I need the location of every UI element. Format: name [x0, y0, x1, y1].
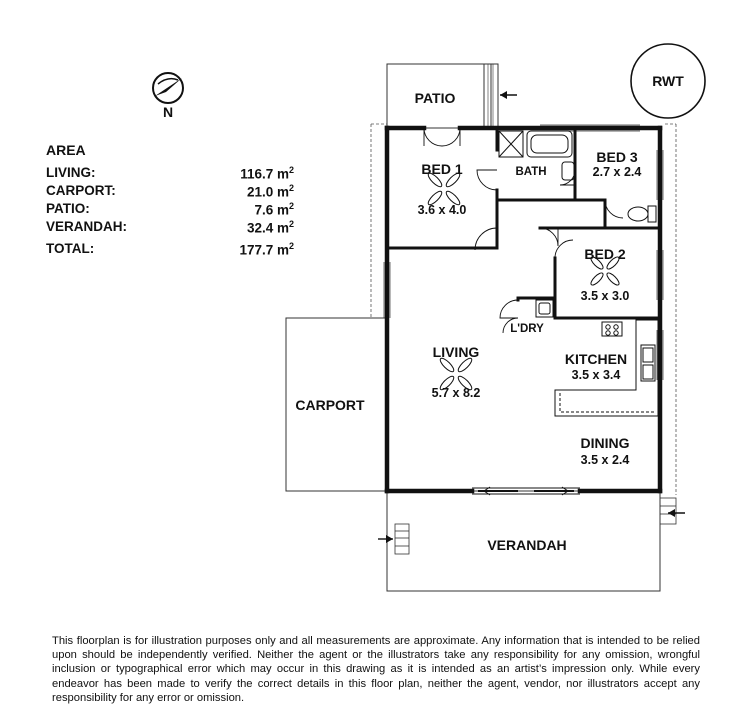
bed2-dimensions: 3.5 x 3.0: [581, 289, 630, 303]
laundry-tub: [535, 299, 554, 318]
sliding-door: [472, 486, 580, 496]
ceiling-fan-icon: [427, 172, 461, 206]
external-walls: [384, 125, 663, 494]
verandah-label: VERANDAH: [487, 537, 566, 553]
area-label: CARPORT:: [46, 183, 116, 198]
kitchen-dimensions: 3.5 x 3.4: [572, 368, 621, 382]
internal-walls: [385, 126, 662, 320]
bed3-label: BED 3: [596, 149, 637, 165]
area-label: TOTAL:: [46, 241, 95, 256]
kitchen-bench: [554, 319, 659, 417]
rainwater-tank: [630, 43, 706, 119]
rwt-label: RWT: [652, 73, 684, 89]
kitchen-label: KITCHEN: [565, 351, 627, 367]
north-label: N: [163, 104, 173, 120]
bed3-dimensions: 2.7 x 2.4: [593, 165, 642, 179]
verandah-steps: [394, 523, 410, 555]
ceiling-fan-icon: [439, 357, 473, 391]
area-row-total: TOTAL: 177.7 m2: [46, 241, 294, 258]
area-value: 116.7 m2: [240, 165, 294, 182]
bath-fixtures: [498, 130, 575, 181]
entry-arrow-icon: [500, 91, 517, 99]
entry-arrow-icon: [378, 535, 393, 543]
compass-icon: [152, 72, 184, 104]
area-value: 177.7 m2: [239, 241, 294, 258]
area-label: LIVING:: [46, 165, 96, 180]
area-value: 32.4 m2: [246, 219, 294, 236]
entry-arrow-icon: [668, 509, 685, 517]
area-row-carport: CARPORT: 21.0 m2: [46, 183, 294, 200]
disclaimer-text: This floorplan is for illustration purpo…: [52, 635, 700, 704]
patio-label: PATIO: [415, 90, 456, 106]
dining-label: DINING: [581, 435, 630, 451]
dining-dimensions: 3.5 x 2.4: [581, 453, 630, 467]
french-door: [423, 127, 461, 147]
area-row-patio: PATIO: 7.6 m2: [46, 201, 294, 218]
area-row-verandah: VERANDAH: 32.4 m2: [46, 219, 294, 236]
toilet-icon: [627, 205, 657, 223]
area-label: PATIO:: [46, 201, 90, 216]
patio-area: [386, 63, 499, 129]
area-row-living: LIVING: 116.7 m2: [46, 165, 294, 182]
area-label: VERANDAH:: [46, 219, 127, 234]
area-value: 7.6 m2: [254, 201, 294, 218]
door-swing: [474, 169, 624, 334]
living-label: LIVING: [433, 344, 480, 360]
laundry-label: L'DRY: [510, 323, 544, 335]
bed1-label: BED 1: [421, 161, 462, 177]
bed2-label: BED 2: [584, 246, 625, 262]
carport-label: CARPORT: [295, 397, 365, 413]
area-value: 21.0 m2: [246, 183, 294, 200]
living-dimensions: 5.7 x 8.2: [432, 386, 481, 400]
bath-label: BATH: [515, 166, 546, 178]
ceiling-fan-icon: [590, 256, 620, 286]
bed1-dimensions: 3.6 x 4.0: [418, 203, 467, 217]
eave-line: [370, 123, 677, 495]
area-title: AREA: [46, 142, 86, 158]
